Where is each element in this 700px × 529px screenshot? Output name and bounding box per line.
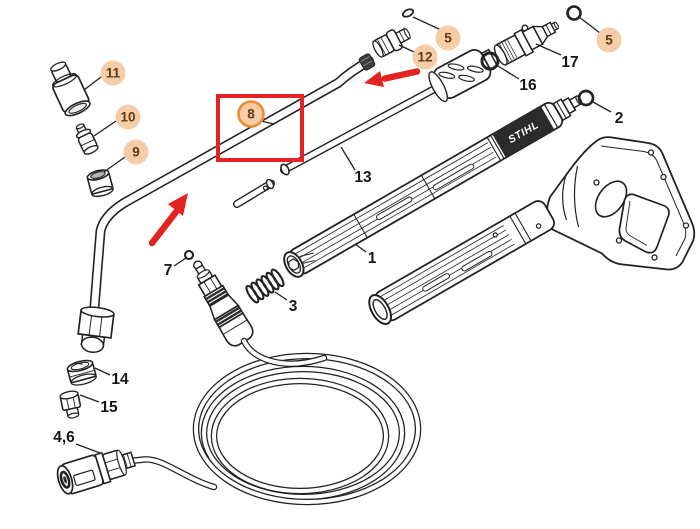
lance-logo-band [492,106,555,158]
part-number-labels: 17 16 2 13 1 7 3 14 15 4,6 [53,54,623,446]
label-16: 16 [519,77,537,94]
leader-lines [75,16,612,454]
label-15: 15 [100,399,118,416]
part-14-ring [66,359,97,386]
label-13: 13 [354,169,372,186]
leader-15 [79,394,100,403]
leader-11 [83,76,102,91]
label-3: 3 [289,298,298,315]
leader-8 [260,120,275,125]
lance-nut [77,306,115,354]
svg-text:8: 8 [247,107,255,122]
svg-text:5: 5 [605,33,613,48]
part-1-spray-lance: STIHL [283,95,583,278]
screw-holes [593,149,690,261]
leader-9 [103,156,126,173]
red-annotations [148,68,421,247]
callout-badge-9: 9 [123,139,149,165]
trigger [594,180,628,218]
callout-badges: 11 10 9 8 5 12 5 [100,25,622,165]
part-13-tube [280,82,444,176]
part-10-nozzle [75,123,99,155]
label-14: 14 [111,371,129,388]
tube-13-stub [233,178,275,208]
red-highlight-box [216,94,304,162]
svg-text:11: 11 [106,66,121,81]
part-9-sleeve [86,169,114,198]
svg-text:9: 9 [132,145,140,160]
label-7: 7 [164,262,173,279]
svg-text:10: 10 [120,110,135,125]
oring-5-left [401,8,415,18]
oring-7 [183,249,195,261]
leader-14 [94,367,111,376]
callout-badge-5-left: 5 [435,25,461,51]
part-11-nozzle-cap [50,61,91,117]
label-17: 17 [561,54,578,71]
leader-7 [173,257,187,267]
red-arrow-top [364,68,421,87]
svg-text:12: 12 [417,50,432,65]
callout-badge-11: 11 [100,60,126,86]
oring-16 [480,51,500,71]
svg-text:5: 5 [444,31,452,46]
part-15-fitting [59,390,82,419]
leader-13 [340,146,356,171]
part-12-connector [372,27,411,58]
trigger-guard-opening [618,193,670,254]
part-17-coupling [493,21,560,66]
leader-16 [497,65,520,80]
leader-4-6 [75,443,101,454]
gun-housing [545,136,696,271]
leader-10 [93,120,117,137]
leader-5-left [412,16,442,31]
part-4-6-hose-connector [56,449,136,495]
part-3-spring [245,268,285,304]
leader-17 [535,43,562,56]
part-8-bent-lance [89,53,376,318]
oring-5-right [566,5,582,21]
leader-5-right [578,16,601,34]
leader-12 [398,44,415,53]
leader-3 [274,291,288,301]
label-2: 2 [615,110,624,127]
leader-1 [354,243,367,253]
label-1: 1 [368,250,377,267]
leader-2 [592,101,612,113]
callout-badge-10: 10 [115,104,141,130]
gun-receiver-tube [368,200,555,325]
lance-tip-cap [358,53,376,71]
label-4-6: 4,6 [53,429,75,446]
hose-coil [131,337,422,506]
red-arrow-left [148,193,188,247]
coupling-nut [428,48,499,103]
callout-badge-12: 12 [412,44,438,70]
oring-2 [577,89,595,107]
hose-swivel-connector [193,260,254,347]
callout-badge-5-right: 5 [596,27,622,53]
callout-badge-8: 8 [237,100,265,128]
